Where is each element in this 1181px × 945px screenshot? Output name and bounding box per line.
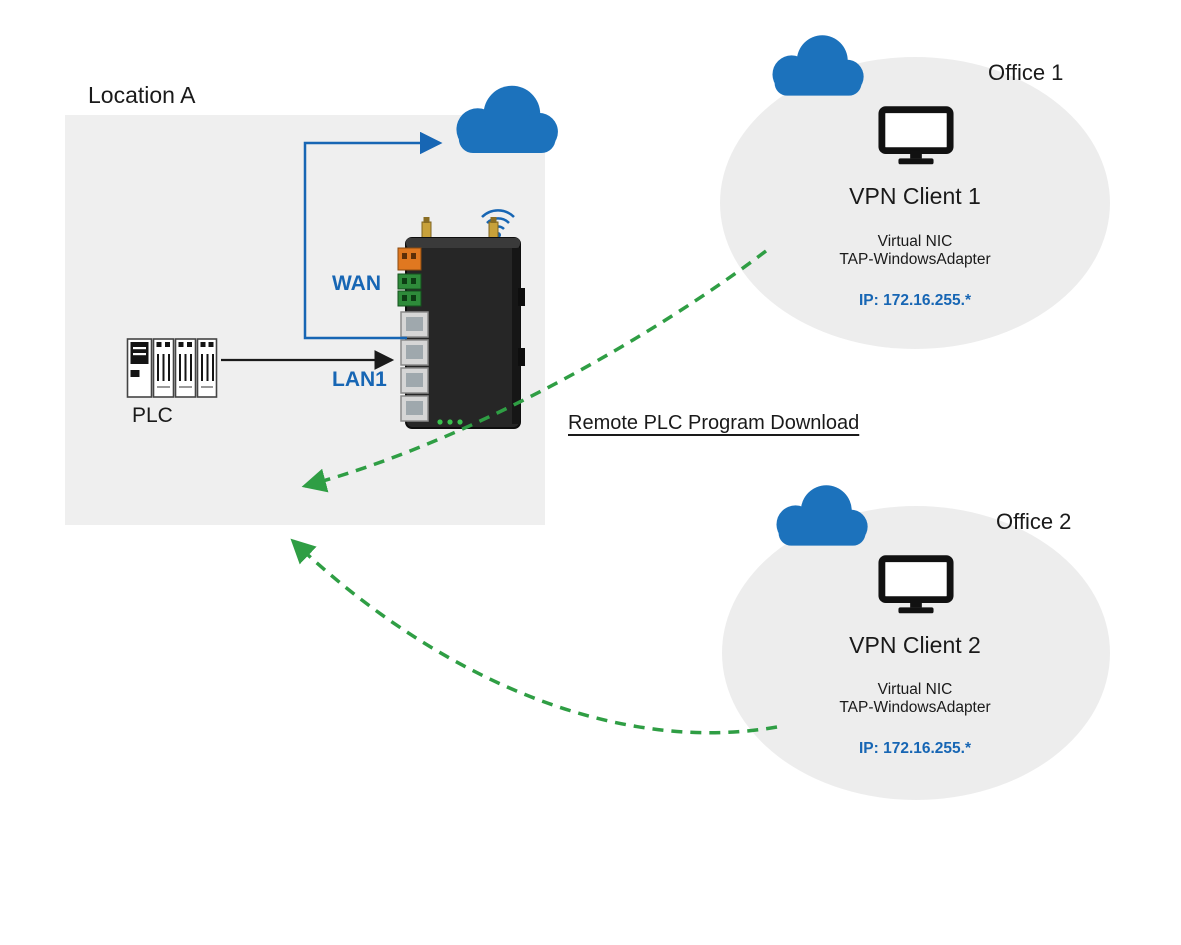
office-2-label: Office 2: [996, 509, 1072, 534]
desktop-monitor-icon: [878, 106, 954, 165]
cloud-icon: [456, 85, 558, 154]
office-2-ellipse: [722, 506, 1110, 800]
office-1-label: Office 1: [988, 60, 1064, 85]
vpn-tunnel-2-arrow: [290, 538, 778, 735]
office-1-ellipse: [720, 57, 1110, 349]
office-2-ip-label: IP: 172.16.255.*: [858, 740, 972, 757]
desktop-monitor-icon: [878, 555, 954, 614]
wan-label: WAN: [332, 272, 381, 295]
vpn-client-2-label: VPN Client 2: [849, 632, 981, 658]
location-a-label: Location A: [88, 82, 196, 108]
office-1-virtual-nic-label: Virtual NIC: [877, 233, 953, 250]
office-2-virtual-nic-label: Virtual NIC: [877, 681, 953, 698]
plc-label: PLC: [132, 404, 173, 427]
cloud-icon: [776, 485, 868, 546]
office-1-ip-label: IP: 172.16.255.*: [858, 292, 972, 309]
office-2-tap-adapter-label: TAP-WindowsAdapter: [839, 699, 991, 716]
vpn-client-1-label: VPN Client 1: [849, 183, 981, 209]
industrial-router-device: [397, 209, 525, 429]
remote-plc-download-label: Remote PLC Program Download: [568, 412, 860, 434]
office-1-tap-adapter-label: TAP-WindowsAdapter: [839, 251, 991, 268]
lan1-label: LAN1: [332, 368, 387, 391]
cloud-icon: [772, 35, 864, 96]
plc-device-icon: [126, 338, 218, 398]
